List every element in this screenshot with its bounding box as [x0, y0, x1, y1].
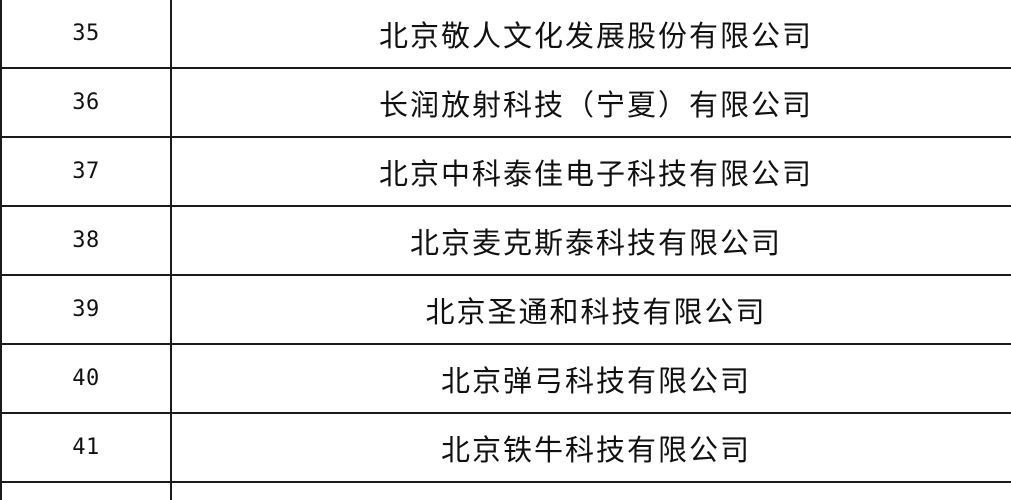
table-row-partial [0, 481, 1011, 500]
company-name: 北京圣通和科技有限公司 [170, 274, 1011, 345]
table-row: 38 北京麦克斯泰科技有限公司 [0, 205, 1011, 276]
row-number-empty [0, 481, 172, 500]
company-name: 长润放射科技（宁夏）有限公司 [170, 67, 1011, 138]
company-name: 北京铁牛科技有限公司 [170, 412, 1011, 483]
row-number: 38 [0, 205, 172, 276]
table-row: 40 北京弹弓科技有限公司 [0, 343, 1011, 414]
row-number: 40 [0, 343, 172, 414]
row-number: 36 [0, 67, 172, 138]
company-name: 北京中科泰佳电子科技有限公司 [170, 136, 1011, 207]
table-row: 41 北京铁牛科技有限公司 [0, 412, 1011, 483]
table-row: 35 北京敬人文化发展股份有限公司 [0, 0, 1011, 69]
row-number: 37 [0, 136, 172, 207]
row-number: 41 [0, 412, 172, 483]
company-name: 北京敬人文化发展股份有限公司 [170, 0, 1011, 69]
table-row: 39 北京圣通和科技有限公司 [0, 274, 1011, 345]
company-name-empty [170, 481, 1011, 500]
company-name: 北京弹弓科技有限公司 [170, 343, 1011, 414]
row-number: 39 [0, 274, 172, 345]
company-name: 北京麦克斯泰科技有限公司 [170, 205, 1011, 276]
row-number: 35 [0, 0, 172, 69]
table-row: 36 长润放射科技（宁夏）有限公司 [0, 67, 1011, 138]
table-row: 37 北京中科泰佳电子科技有限公司 [0, 136, 1011, 207]
